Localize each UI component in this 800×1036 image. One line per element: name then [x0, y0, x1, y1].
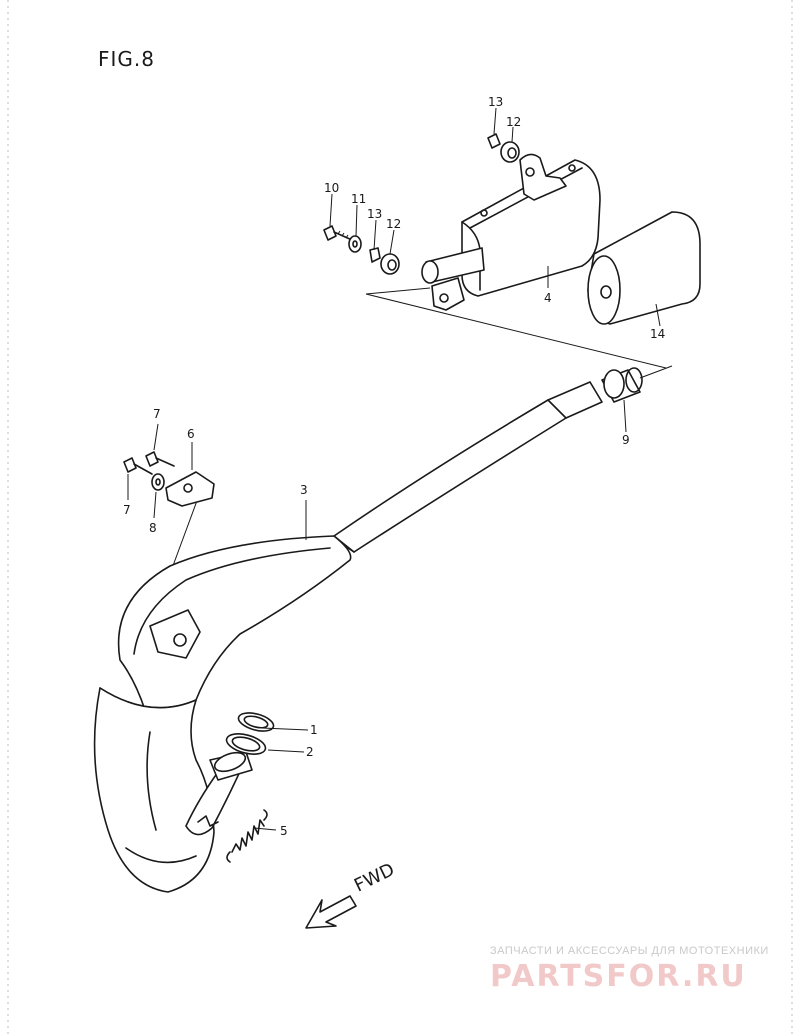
- callout-13-lower: 13: [367, 207, 382, 221]
- connector-part-9[interactable]: [601, 367, 643, 403]
- callout-13-upper: 13: [488, 95, 503, 109]
- grommet-part-12-lower[interactable]: [380, 253, 400, 275]
- spring-part-5[interactable]: [226, 809, 268, 863]
- bolt-part-7-lower[interactable]: [123, 457, 153, 475]
- bolt-part-7-upper[interactable]: [145, 451, 175, 467]
- bolt-part-10[interactable]: [323, 225, 353, 241]
- gasket-part-2[interactable]: [224, 730, 267, 758]
- callout-7-upper: 7: [153, 407, 161, 421]
- callout-6: 6: [187, 427, 195, 441]
- bracket-part-6[interactable]: [165, 471, 215, 507]
- callout-4: 4: [544, 291, 552, 305]
- callout-12-upper: 12: [506, 115, 521, 129]
- washer-part-11[interactable]: [348, 235, 362, 253]
- forward-direction-indicator: FWD: [305, 859, 398, 929]
- callout-leader-lines: [127, 107, 661, 831]
- callout-numbers: 1 2 3 4 5 6 7 7 8 9 10 11 12 12 13 13 14: [123, 95, 665, 838]
- watermark-brand: PARTSFOR.RU: [490, 959, 747, 994]
- callout-10: 10: [324, 181, 339, 195]
- callout-2: 2: [306, 745, 314, 759]
- callout-1: 1: [310, 723, 318, 737]
- callout-3: 3: [300, 483, 308, 497]
- watermark: ЗАПЧАСТИ И АКСЕССУАРЫ ДЛЯ МОТОТЕХНИКИ PA…: [490, 945, 769, 994]
- callout-14: 14: [650, 327, 665, 341]
- callout-5: 5: [280, 824, 288, 838]
- washer-part-8[interactable]: [151, 473, 165, 491]
- collar-part-13-lower[interactable]: [369, 247, 381, 263]
- figure-title: FIG.8: [98, 47, 155, 71]
- watermark-subtitle: ЗАПЧАСТИ И АКСЕССУАРЫ ДЛЯ МОТОТЕХНИКИ: [490, 945, 769, 957]
- silencer-part-4[interactable]: [421, 153, 601, 311]
- exhaust-chamber-part-3[interactable]: [93, 381, 603, 893]
- callout-11: 11: [351, 192, 366, 206]
- callout-9: 9: [622, 433, 630, 447]
- callout-8: 8: [149, 521, 157, 535]
- silencer-packing-part-14[interactable]: [587, 211, 701, 325]
- fwd-label: FWD: [351, 859, 398, 896]
- fwd-arrow-icon: [305, 895, 357, 929]
- callout-12-lower: 12: [386, 217, 401, 231]
- callout-7-lower: 7: [123, 503, 131, 517]
- gasket-part-1[interactable]: [237, 710, 276, 735]
- collar-part-13-upper[interactable]: [487, 133, 501, 149]
- grommet-part-12-upper[interactable]: [500, 141, 520, 163]
